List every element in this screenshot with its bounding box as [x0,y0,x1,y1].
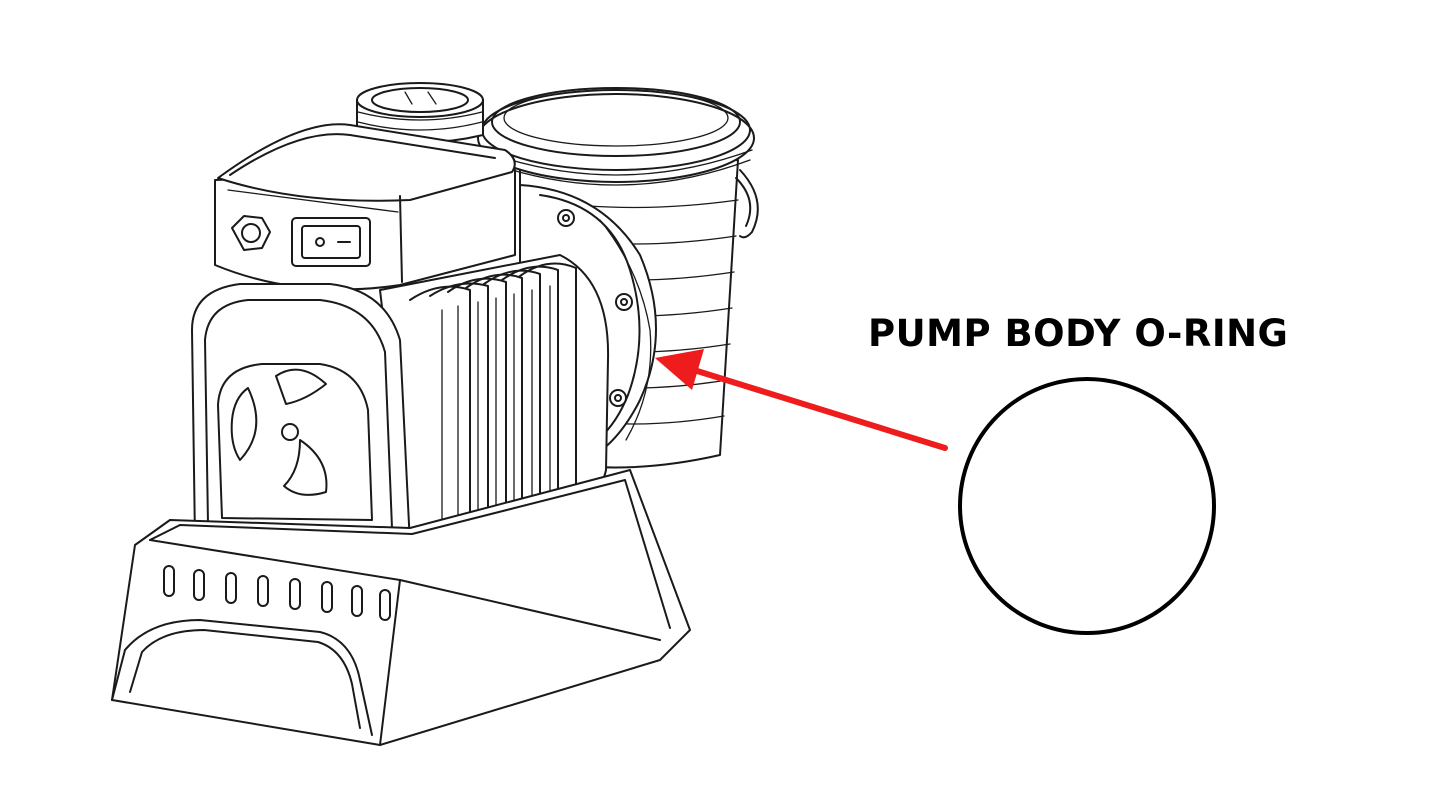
fan-icon [230,368,328,496]
pump-base [111,469,691,746]
o-ring-icon [958,377,1216,635]
callout-label: PUMP BODY O-RING [868,312,1289,355]
fan-cover [191,283,411,546]
motor-housing [379,254,610,546]
switch-box [214,123,516,291]
callout-arrow [655,349,948,451]
